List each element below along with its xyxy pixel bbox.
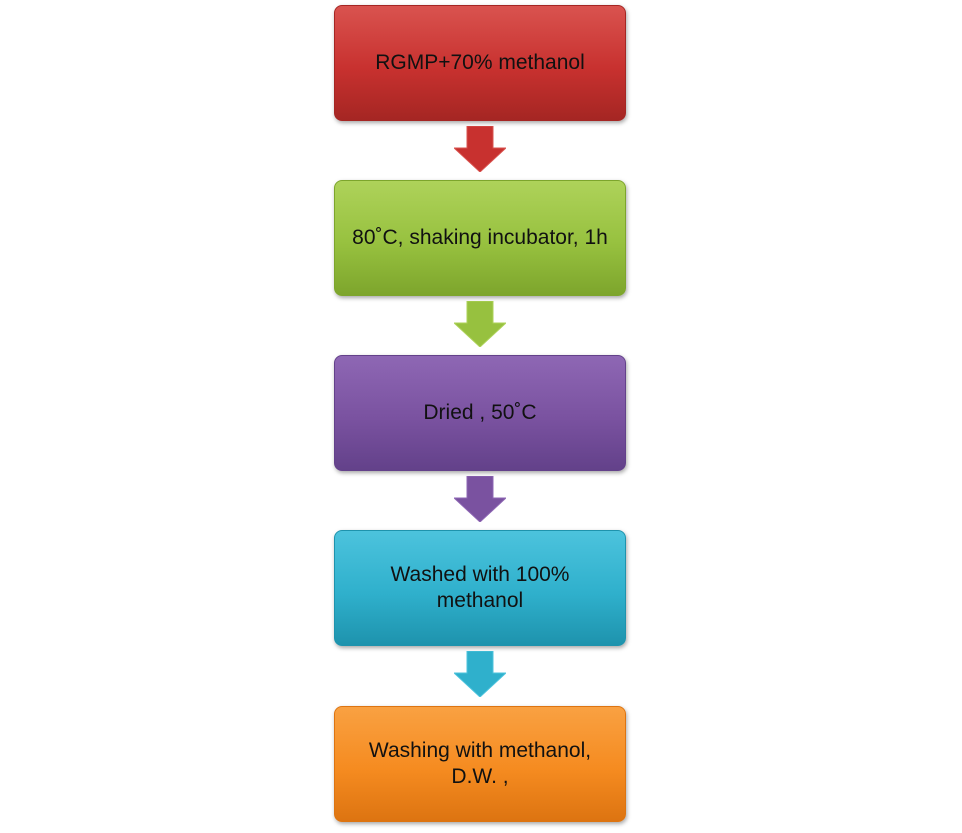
step-label-5: Washing with methanol, D.W. , [368,739,592,788]
down-arrow-4 [454,651,506,697]
step-label-1: RGMP+70% methanol [375,51,585,74]
step-box-2: 80˚C, shaking incubator, 1h [334,180,626,296]
step-box-3: Dried , 50˚C [334,355,626,471]
step-label-4: Washed with 100% methanol [390,563,570,612]
down-arrow-1 [454,126,506,172]
down-arrow-2 [454,301,506,347]
step-box-1: RGMP+70% methanol [334,5,626,121]
step-label-3: Dried , 50˚C [423,401,537,424]
step-box-5: Washing with methanol, D.W. , [334,706,626,822]
down-arrow-3 [454,476,506,522]
step-label-2: 80˚C, shaking incubator, 1h [352,226,608,249]
step-box-4: Washed with 100% methanol [334,530,626,646]
